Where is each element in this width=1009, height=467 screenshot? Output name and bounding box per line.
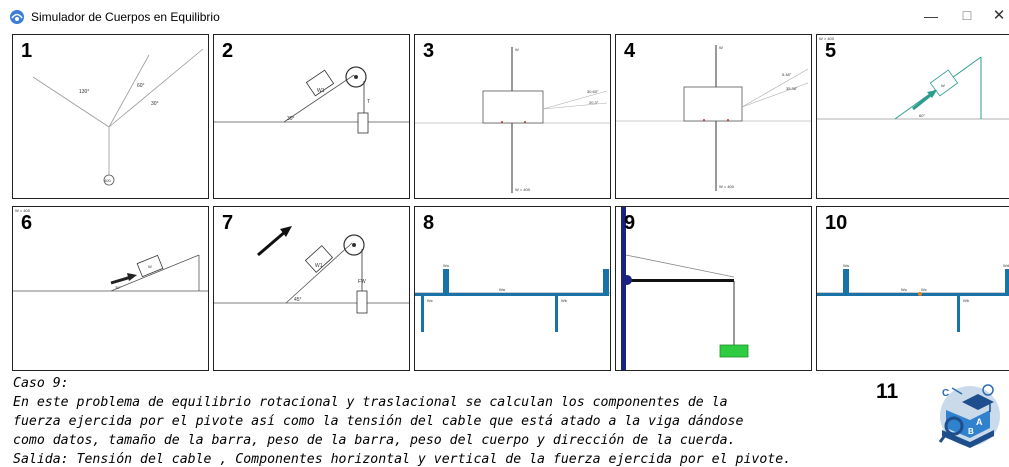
panel-number: 7 — [222, 212, 234, 234]
diagram-incline-push: W = 400 W 60° — [817, 36, 1009, 120]
axis-label: W — [515, 47, 519, 52]
weight-label: Wd — [1003, 263, 1009, 268]
close-button[interactable]: ✕ — [992, 7, 1006, 24]
description-line: En este problema de equilibrio rotaciona… — [13, 395, 728, 410]
angle-label: 30.60° — [587, 89, 599, 94]
angle-label: 60° — [137, 83, 145, 89]
diagram-beam-cable — [621, 207, 749, 370]
app-icon — [10, 10, 24, 24]
diagram-incline-pulley: W1 T 30° — [214, 66, 409, 134]
angle-label: 130° — [79, 89, 89, 95]
weight-label: Wo — [443, 263, 450, 268]
panel-number: 2 — [222, 40, 234, 62]
block-label: W1 — [315, 263, 323, 269]
case-panel-4[interactable]: 4 W W = 400 5.48° 35.36° — [615, 34, 812, 199]
block-label: W1 — [317, 88, 325, 94]
case-panel-7[interactable]: 7 W1 FW 45° — [213, 206, 410, 371]
block-label: W — [941, 83, 945, 88]
description-line: como datos, tamaño de la barra, peso de … — [13, 433, 736, 448]
diagram-cables-knot: 130° 60° 30° 400 — [32, 48, 204, 186]
weight-label: 400 — [104, 178, 111, 183]
weight-label: Wc — [921, 287, 927, 292]
panel-number: 4 — [624, 40, 636, 62]
case-description: Caso 9: En este problema de equilibrio r… — [13, 374, 933, 467]
logo-letter: B — [968, 427, 974, 436]
case-panel-9[interactable]: 9 — [615, 206, 812, 371]
description-line: fuerza ejercida por el pivote así como l… — [13, 414, 744, 429]
weight-label: W = 400 — [515, 187, 531, 192]
axis-label: W — [719, 45, 723, 50]
weight-label: Wb — [561, 298, 568, 303]
panel-number: 1 — [21, 40, 33, 62]
weight-label: FW — [358, 279, 366, 285]
education-logo-icon[interactable]: C A B — [932, 380, 1004, 452]
diagram-block-two-ropes: W W = 400 5.48° 35.36° — [616, 45, 811, 191]
minimize-button[interactable]: — — [924, 8, 938, 24]
angle-label: 35.36° — [786, 86, 798, 91]
case-panel-8[interactable]: 8 Wo Wa Wc Wb — [414, 206, 611, 371]
weight-label: W = 400 — [15, 208, 31, 213]
weight-label: Wo — [901, 287, 908, 292]
diagram-beam-supports: Wo Wa Wc Wb — [415, 263, 610, 332]
title-bar: Simulador de Cuerpos en Equilibrio — ☐ ✕ — [0, 0, 1009, 33]
diagram-beam-loads: Wa Wo Wc Wb Wd — [817, 263, 1009, 332]
logo-letter: A — [976, 417, 983, 427]
weight-label: W = 400 — [819, 36, 835, 41]
block-label: W — [148, 264, 152, 269]
diagram-incline-force: W = 400 W 30° — [13, 208, 208, 292]
angle-label: 30° — [115, 285, 121, 290]
weight-label: W = 400 — [719, 184, 735, 189]
angle-label: 30° — [151, 101, 159, 107]
panel-number: 6 — [21, 212, 33, 234]
panel-number: 9 — [624, 212, 636, 234]
panel-number: 10 — [825, 212, 848, 234]
weight-label: Wa — [499, 287, 506, 292]
diagram-incline-pulley-force: W1 FW 45° — [214, 226, 409, 314]
angle-label: 30° — [287, 116, 295, 122]
window-title: Simulador de Cuerpos en Equilibrio — [31, 10, 220, 24]
panel-number: 8 — [423, 212, 435, 234]
case-panel-5[interactable]: 5 W = 400 W 60° — [816, 34, 1009, 199]
weight-label: Wc — [427, 298, 433, 303]
angle-label: 60° — [919, 113, 925, 118]
case-11-label[interactable]: 11 — [876, 380, 899, 403]
case-panel-10[interactable]: 10 Wa Wo Wc Wb Wd — [816, 206, 1009, 371]
maximize-button[interactable]: ☐ — [961, 9, 973, 23]
panel-number: 3 — [423, 40, 435, 62]
case-panel-1[interactable]: 1 130° 60° 30° 400 — [12, 34, 209, 199]
case-panel-2[interactable]: 2 W1 T 30° — [213, 34, 410, 199]
tension-label: T — [367, 99, 370, 105]
weight-label: Wa — [843, 263, 850, 268]
diagram-block-pulled: W W = 400 30.60° 20.3° — [415, 47, 610, 193]
weight-label: Wb — [963, 298, 970, 303]
logo-letter: C — [942, 388, 949, 399]
case-panel-3[interactable]: 3 W W = 400 30.60° 20.3° — [414, 34, 611, 199]
description-output: Salida: Tensión del cable , Componentes … — [13, 452, 792, 467]
angle-label: 45° — [294, 297, 302, 303]
panel-number: 5 — [825, 40, 837, 62]
case-panel-6[interactable]: 6 W = 400 W 30° — [12, 206, 209, 371]
angle-label: 5.48° — [782, 72, 792, 77]
description-heading: Caso 9: — [13, 376, 69, 391]
angle-label: 20.3° — [589, 100, 599, 105]
